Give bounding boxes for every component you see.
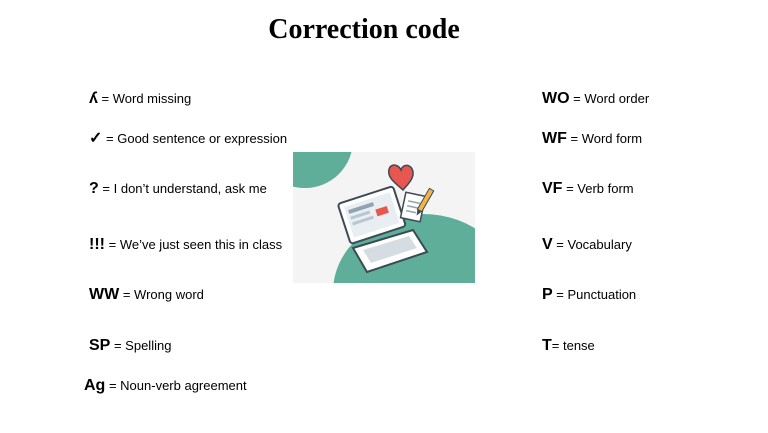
code-item-word-order: WO = Word order	[542, 90, 649, 108]
code-item-punctuation: P = Punctuation	[542, 286, 636, 304]
code-symbol: Ag	[84, 377, 106, 394]
code-item-word-form: WF = Word form	[542, 130, 642, 148]
code-symbol: T	[542, 337, 552, 354]
code-item-agreement: Ag = Noun-verb agreement	[84, 377, 247, 395]
code-description: = Word order	[573, 91, 650, 106]
code-description: = Good sentence or expression	[106, 131, 288, 146]
code-description: = Word missing	[101, 91, 192, 106]
code-item-good-sentence: ✓ = Good sentence or expression	[89, 128, 287, 148]
code-description: = I don’t understand, ask me	[102, 181, 267, 196]
code-item-wrong-word: WW = Wrong word	[89, 286, 204, 304]
laptop-illustration	[293, 152, 475, 283]
page-title: Correction code	[268, 14, 460, 45]
code-symbol: V	[542, 236, 553, 253]
code-item-verb-form: VF = Verb form	[542, 180, 634, 198]
code-symbol: WO	[542, 90, 570, 107]
code-symbol: !!!	[89, 236, 105, 253]
code-description: = Noun-verb agreement	[108, 378, 247, 393]
code-item-seen-in-class: !!! = We’ve just seen this in class	[89, 236, 282, 254]
code-description: = Wrong word	[122, 287, 204, 302]
checkmark-icon: ✓	[89, 130, 103, 147]
code-description: = tense	[551, 338, 595, 353]
code-symbol: ʎ	[89, 90, 98, 107]
code-symbol: SP	[89, 337, 111, 354]
code-item-tense: T= tense	[542, 337, 595, 355]
code-description: = Punctuation	[556, 287, 637, 302]
code-description: = Word form	[570, 131, 643, 146]
code-symbol: WF	[542, 130, 567, 147]
code-item-word-missing: ʎ = Word missing	[89, 90, 191, 108]
code-description: = We’ve just seen this in class	[108, 237, 283, 252]
laptop-study-icon	[293, 152, 475, 283]
code-description: = Verb form	[566, 181, 634, 196]
code-symbol: P	[542, 286, 553, 303]
code-symbol: ?	[89, 180, 99, 197]
code-description: = Vocabulary	[556, 237, 632, 252]
code-description: = Spelling	[113, 338, 172, 353]
code-symbol: WW	[89, 286, 120, 303]
code-item-dont-understand: ? = I don’t understand, ask me	[89, 180, 267, 198]
code-item-spelling: SP = Spelling	[89, 337, 171, 355]
code-symbol: VF	[542, 180, 563, 197]
code-item-vocabulary: V = Vocabulary	[542, 236, 632, 254]
